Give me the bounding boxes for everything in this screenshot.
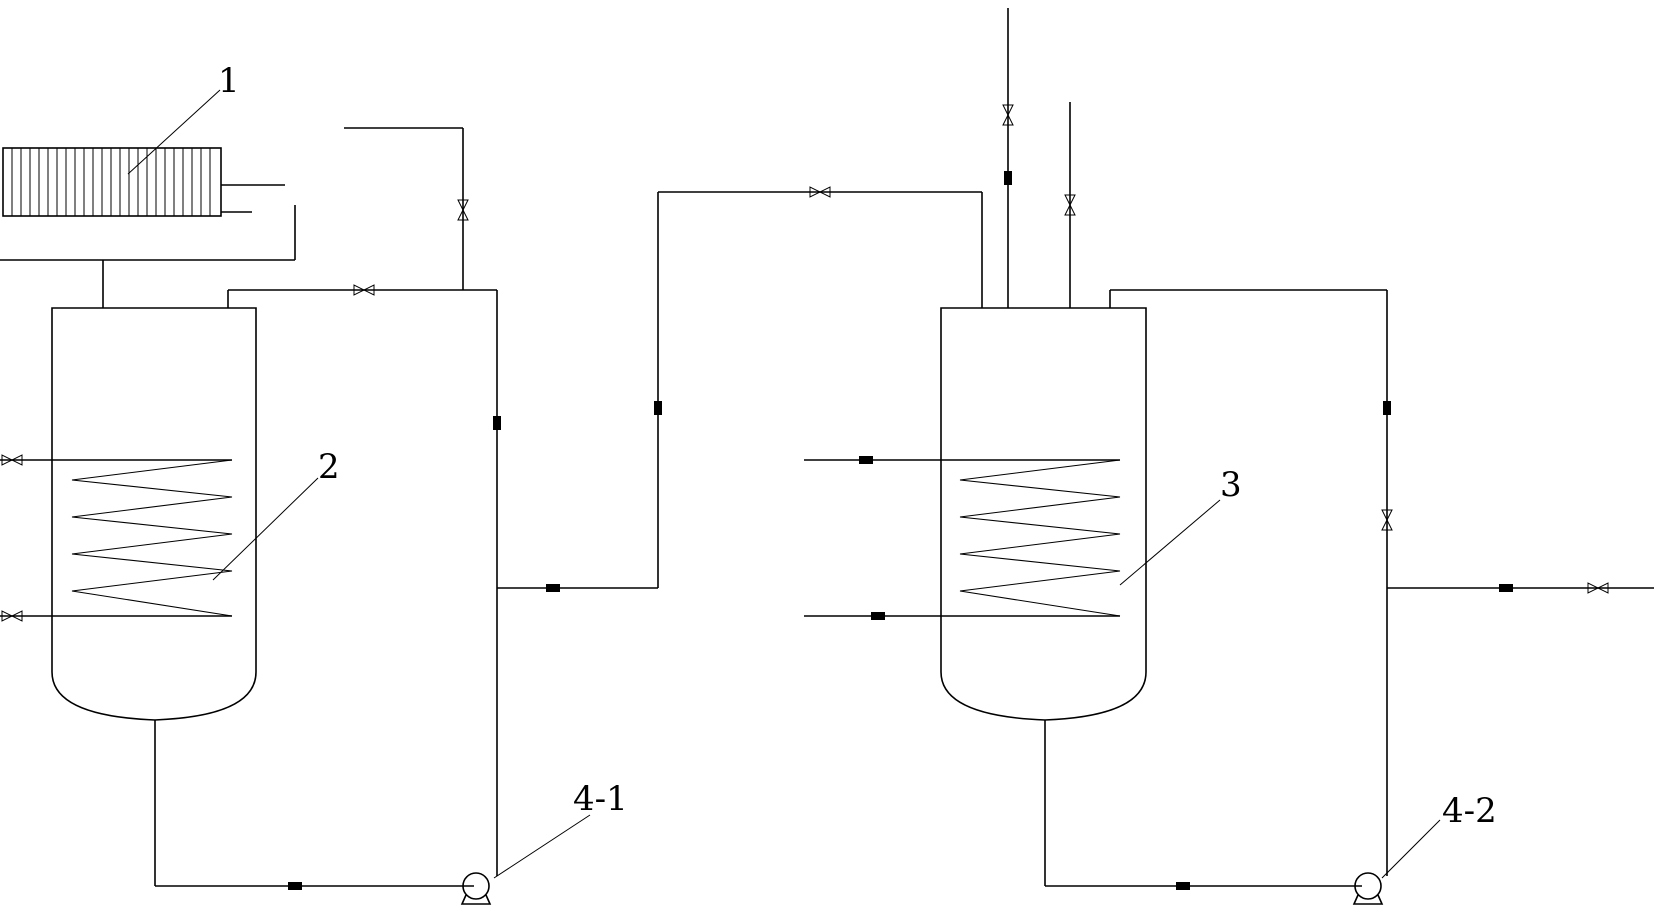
check-valve-right-feed [1003, 170, 1013, 192]
leader-line-4-2 [1381, 819, 1441, 879]
right-loop-piping [1007, 8, 1654, 887]
check-valve-left-transfer [545, 583, 567, 593]
condenser [0, 147, 296, 308]
leader-line-3 [1119, 499, 1221, 586]
label-reactor-left: 2 [318, 447, 340, 487]
reactor-right-vessel [940, 307, 1147, 721]
reactor-right-coil [804, 455, 1121, 621]
leader-line-1 [127, 89, 221, 175]
label-pump-right: 4-2 [1442, 791, 1497, 831]
check-valve-right-bottom [1175, 881, 1197, 891]
label-condenser: 1 [218, 61, 240, 101]
check-valve-left-riser [492, 415, 502, 437]
reactor-left-vessel [51, 307, 257, 721]
check-valve-right-outlet [1498, 583, 1520, 593]
leader-line-2 [212, 477, 319, 581]
check-valve-left-bottom [287, 881, 309, 891]
label-reactor-right: 3 [1220, 465, 1242, 505]
label-pump-left: 4-1 [573, 779, 628, 819]
left-loop-piping [154, 127, 983, 887]
pump-left [461, 872, 491, 905]
reactor-left-coil [0, 454, 233, 622]
check-valve-transfer-riser [653, 400, 663, 422]
check-valve-right-riser [1382, 400, 1392, 422]
pump-right [1353, 872, 1383, 905]
leader-line-4-1 [493, 814, 591, 879]
